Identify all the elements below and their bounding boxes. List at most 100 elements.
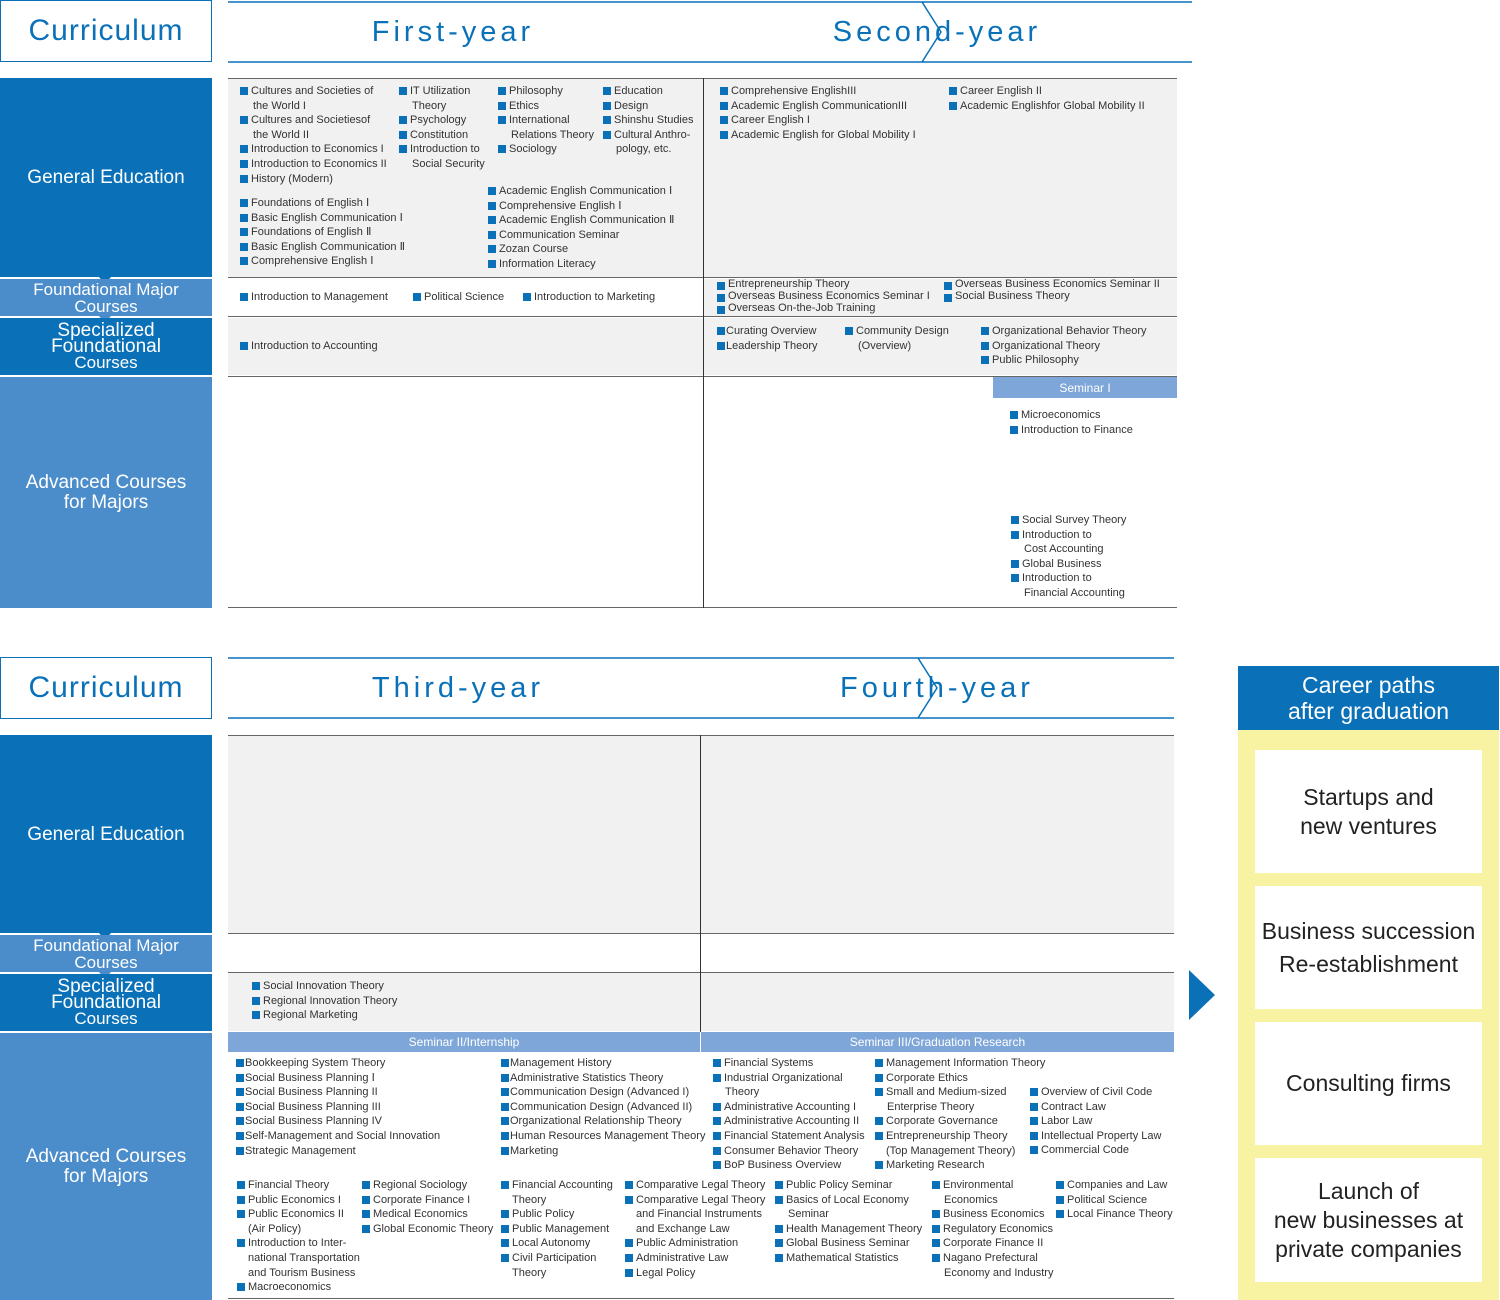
course-item: Introduction to bbox=[398, 142, 485, 157]
course-item: Basic English Communication Ⅰ bbox=[239, 211, 405, 226]
cell-general-y1y2 bbox=[228, 78, 1177, 277]
course-item: Academic English for Global Mobility I bbox=[719, 128, 916, 143]
career-title-line-1: Career paths bbox=[1302, 672, 1435, 698]
row-foundational-top: Foundational Major Courses bbox=[0, 279, 212, 316]
career-item-succession: Business succession Re-establishment bbox=[1255, 886, 1482, 1009]
y2-advanced-col2: Social Survey Theory Introduction to Cos… bbox=[1010, 513, 1126, 601]
row-advanced-text-1: Advanced Courses bbox=[25, 471, 187, 493]
course-item: Commercial Code bbox=[1029, 1143, 1161, 1158]
y4-advanced-a-col3: Overview of Civil Code Contract Law Labo… bbox=[1029, 1085, 1161, 1158]
year-second: Second-year bbox=[832, 15, 1042, 48]
course-item: Overseas Business Economics Seminar I bbox=[716, 290, 930, 303]
row-advanced-text-2: for Majors bbox=[63, 1165, 149, 1187]
course-item: Civil Participation bbox=[500, 1251, 613, 1266]
course-item: Health Management Theory bbox=[774, 1222, 922, 1237]
course-item: Social Business Theory bbox=[943, 290, 1160, 303]
row-foundational-bottom: Foundational Major Courses bbox=[0, 935, 212, 972]
y3-advanced-b-col4: Comparative Legal Theory Comparative Leg… bbox=[624, 1178, 765, 1280]
course-item: Public Philosophy bbox=[980, 353, 1147, 368]
y2-advanced-col1: Microeconomics Introduction to Finance bbox=[1009, 408, 1133, 437]
divider bbox=[228, 78, 1177, 79]
y3-advanced-b-col2: Regional Sociology Corporate Finance I M… bbox=[361, 1178, 493, 1236]
course-item: Career English II bbox=[948, 84, 1145, 99]
course-item: Microeconomics bbox=[1009, 408, 1133, 423]
career-title-line-2: after graduation bbox=[1287, 698, 1450, 724]
y2-foundational-col1: Entrepreneurship Theory Overseas Busines… bbox=[716, 278, 930, 315]
course-item: Comprehensive English Ⅰ bbox=[239, 254, 405, 269]
course-item: Public Policy bbox=[500, 1207, 613, 1222]
year-header-top bbox=[228, 1, 1192, 63]
course-item: Academic English CommunicationIII bbox=[719, 99, 916, 114]
seminar-3-bar: Seminar III/Graduation Research bbox=[701, 1032, 1174, 1052]
y3-advanced-a-col1: Bookkeeping System Theory Social Busines… bbox=[236, 1056, 440, 1158]
course-item: Comparative Legal Theory bbox=[624, 1193, 765, 1208]
course-item-cont: the World I bbox=[253, 99, 306, 112]
row-advanced-top: Advanced Courses for Majors bbox=[0, 377, 212, 608]
y3-specialized: Social Innovation Theory Regional Innova… bbox=[251, 979, 397, 1023]
course-item: Marketing Research bbox=[874, 1158, 1045, 1173]
curriculum-label-bottom: Curriculum bbox=[0, 657, 212, 719]
row-advanced-bottom: Advanced Courses for Majors bbox=[0, 1033, 212, 1300]
course-item: IT Utilization bbox=[398, 84, 485, 99]
course-item: Nagano Prefectural bbox=[931, 1251, 1053, 1266]
arrow-right-icon bbox=[1189, 970, 1215, 1020]
row-general-text: General Education bbox=[27, 823, 185, 845]
course-item: Organizational Theory bbox=[980, 339, 1147, 354]
course-item: Community Design bbox=[844, 324, 949, 339]
cell-specialized-y3y4 bbox=[228, 973, 1174, 1031]
seminar-2-bar: Seminar II/Internship bbox=[228, 1032, 700, 1052]
course-item: Introduction to bbox=[1010, 528, 1126, 543]
course-item: Contract Law bbox=[1029, 1100, 1161, 1115]
course-item-cont: pology, etc. bbox=[616, 143, 672, 156]
course-item: Shinshu Studies bbox=[602, 113, 694, 128]
course-item: International bbox=[497, 113, 594, 128]
course-item: Public Economics I bbox=[236, 1193, 360, 1208]
course-item: Political Science bbox=[1055, 1193, 1173, 1208]
course-item: Overseas On-the-Job Training bbox=[716, 302, 930, 315]
course-item: Legal Policy bbox=[624, 1266, 765, 1281]
course-item: Corporate Ethics bbox=[874, 1071, 1045, 1086]
course-item: Administrative Law bbox=[624, 1251, 765, 1266]
y1-foundational-1: Introduction to Management bbox=[239, 290, 388, 305]
career-item-startups: Startups and new ventures bbox=[1255, 750, 1482, 873]
career-item-consulting: Consulting firms bbox=[1255, 1022, 1482, 1145]
course-item: Introduction to Finance bbox=[1009, 423, 1133, 438]
course-item: Regional Sociology bbox=[361, 1178, 493, 1193]
course-item: Academic English Communication Ⅰ bbox=[487, 184, 674, 199]
course-item: Cultures and Societies of bbox=[239, 84, 387, 99]
y3-advanced-a-col2: Management History Administrative Statis… bbox=[501, 1056, 705, 1158]
course-item: Global Business Seminar bbox=[774, 1236, 922, 1251]
y2-general-col2: Career English II Academic Englishfor Gl… bbox=[948, 84, 1145, 113]
cell-specialized-y1y2 bbox=[228, 318, 1177, 375]
year-third: Third-year bbox=[371, 671, 545, 704]
course-item: Introduction to Economics II bbox=[239, 157, 387, 172]
course-item: Communication Design (Advanced II) bbox=[501, 1100, 705, 1115]
course-item: Local Finance Theory bbox=[1055, 1207, 1173, 1222]
course-item: Management Information Theory bbox=[874, 1056, 1045, 1071]
y2-specialized-col1: Curating Overview Leadership Theory bbox=[717, 324, 818, 353]
course-item: Academic English Communication Ⅱ bbox=[487, 213, 674, 228]
y1-general-col6: Academic English Communication Ⅰ Compreh… bbox=[487, 184, 674, 272]
y1-general-col5: Foundations of English Ⅰ Basic English C… bbox=[239, 196, 405, 269]
y2-specialized-col2: Community Design (Overview) bbox=[844, 324, 949, 353]
course-item: Academic Englishfor Global Mobility II bbox=[948, 99, 1145, 114]
course-item: Overview of Civil Code bbox=[1029, 1085, 1161, 1100]
course-item: Entrepreneurship Theory bbox=[874, 1129, 1045, 1144]
course-item: Basics of Local Economy bbox=[774, 1193, 922, 1208]
y3-advanced-b-col1: Financial Theory Public Economics I Publ… bbox=[236, 1178, 360, 1295]
divider bbox=[228, 277, 1177, 278]
y1-general-col4: Education Design Shinshu Studies Cultura… bbox=[602, 84, 694, 157]
course-item: Small and Medium-sized bbox=[874, 1085, 1045, 1100]
divider bbox=[228, 316, 1177, 317]
y4-advanced-a-col1: Financial Systems Industrial Organizatio… bbox=[712, 1056, 865, 1173]
course-item: Corporate Finance I bbox=[361, 1193, 493, 1208]
year-fourth: Fourth-year bbox=[840, 671, 1034, 704]
course-item: Communication Seminar bbox=[487, 228, 674, 243]
course-item: Mathematical Statistics bbox=[774, 1251, 922, 1266]
course-item: Business Economics bbox=[931, 1207, 1053, 1222]
course-item: Medical Economics bbox=[361, 1207, 493, 1222]
row-advanced-text-1: Advanced Courses bbox=[25, 1145, 187, 1167]
course-item-cont: Financial Accounting bbox=[1024, 586, 1125, 599]
course-item: Social Business Planning II bbox=[236, 1085, 440, 1100]
course-item: Financial Accounting bbox=[500, 1178, 613, 1193]
